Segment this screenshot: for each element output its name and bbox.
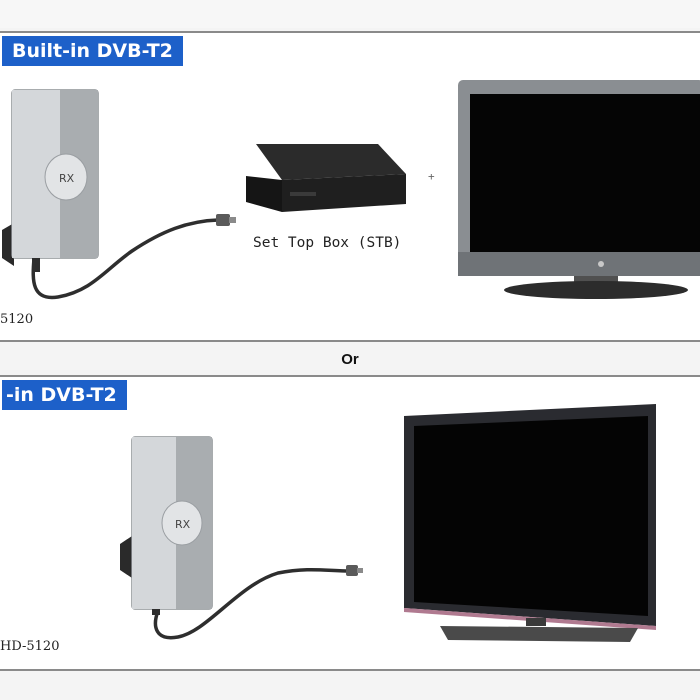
panel-stb-setup: Built-in DVB-T2 RX Set Top Box (STB) + 5… — [0, 31, 700, 342]
monitor-icon — [458, 80, 700, 299]
set-top-box-icon — [246, 144, 406, 212]
svg-text:RX: RX — [59, 172, 75, 185]
top-header-strip — [0, 0, 700, 28]
coax-cable-icon — [31, 214, 236, 300]
panel1-badge: Built-in DVB-T2 — [2, 36, 183, 66]
antenna-model-label: HD-5120 — [0, 639, 60, 654]
stb-label: Set Top Box (STB) — [253, 235, 402, 251]
antenna-icon: RX — [2, 89, 99, 272]
flat-tv-icon — [404, 404, 656, 642]
panel-builtin-tv: -in DVB-T2 RX HD-5120 — [0, 375, 700, 671]
plus-sign: + — [428, 170, 435, 183]
or-divider: Or — [341, 351, 359, 368]
svg-text:RX: RX — [175, 518, 191, 531]
panel2-badge: -in DVB-T2 — [2, 380, 127, 410]
antenna-model-label: 5120 — [0, 312, 34, 327]
antenna-icon: RX — [120, 436, 213, 615]
coax-cable-icon — [153, 565, 363, 640]
